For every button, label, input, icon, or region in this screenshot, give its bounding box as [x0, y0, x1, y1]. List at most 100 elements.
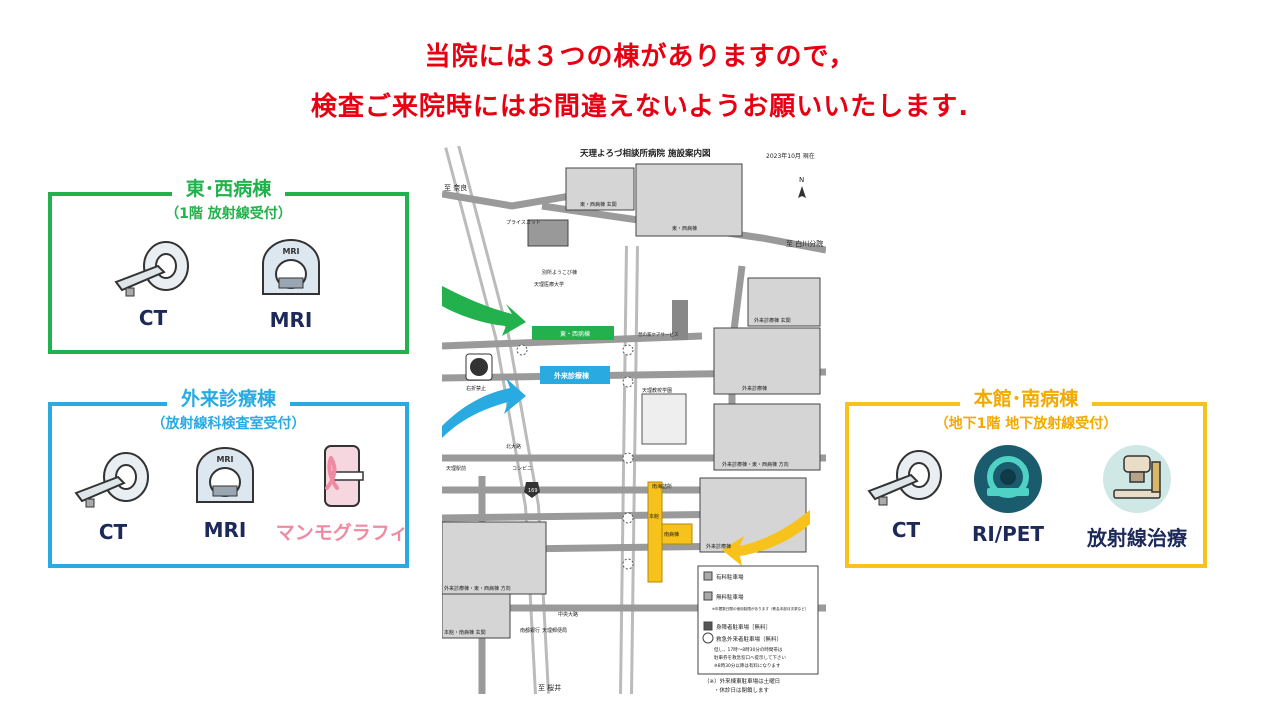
map-label-nanto: 南都銀行 [520, 627, 540, 634]
map-date: 2023年10月 現在 [766, 152, 815, 160]
photo-label-ew-entrance: 東・西病棟 玄関 [580, 201, 617, 208]
map-label-price-cut: プライスカット [506, 220, 541, 226]
map-label-nara: 至 奈良 [444, 183, 467, 192]
map-label-ew-ward: 東・西病棟 [560, 330, 590, 338]
green-arrow-icon [442, 286, 526, 336]
legend-paid-swatch [703, 571, 713, 581]
east-west-ward-building [532, 326, 614, 340]
ct-scanner-icon [74, 452, 149, 508]
mri-scanner-icon: MRI [196, 447, 254, 503]
equipment-ct: CT [851, 444, 961, 542]
map-label-shirakawa: 至 白川分院 [786, 239, 823, 248]
map-label-sakurai: 至 桜井 [538, 683, 561, 692]
heading-line-1: 当院には３つの棟がありますので， [424, 42, 856, 72]
outpatient-building [540, 366, 610, 384]
equipment-ct-label: CT [98, 520, 128, 544]
equipment-ct-label: CT [138, 306, 168, 330]
equipment-radiotherapy-label: 放射線治療 [1087, 526, 1187, 550]
photo-label-op-front: 外来診療棟 [706, 543, 731, 550]
main-south-ward-box: 本館･南病棟 （地下1階 地下放射線受付） CT RI/PET 放射線治療 [845, 384, 1207, 568]
legend-footnote-2: ・休診日は閉鎖します [714, 686, 770, 694]
map-label-route-169: 169 [528, 488, 538, 494]
equipment-mammography-label: マンモグラフィ [275, 522, 409, 544]
equipment-mri-label: MRI [203, 518, 247, 542]
main-south-ward-name: 本館･南病棟 [959, 384, 1093, 411]
equipment-ri-pet-label: RI/PET [971, 522, 1045, 546]
outpatient-building-name: 外来診療棟 [166, 384, 290, 411]
map-label-kitaoji: 北大路 [506, 443, 521, 450]
map-label-right-turn: 右折禁止 [466, 385, 486, 392]
legend-emergency-note-1: 但し，17時～8時30分の時間帯は [714, 646, 783, 653]
no-right-turn-icon [470, 358, 488, 376]
care-building [672, 300, 688, 340]
mri-scanner-icon: MRI [262, 239, 320, 295]
outpatient-building-reception: （放射線科検査室受付） [137, 413, 320, 433]
ct-scanner-icon [114, 241, 189, 297]
blue-arrow-icon [442, 378, 526, 438]
south-ward-building [661, 523, 693, 545]
svg-text:MRI: MRI [282, 247, 299, 256]
photo-label-op: 外来診療棟 [742, 385, 767, 392]
legend-disabled-label: 身障者駐車場［無料］ [716, 623, 771, 631]
map-label-post: 天理郵便局 [542, 627, 567, 634]
legend-emergency-label: 救急外来者駐車場（無料） [716, 635, 782, 643]
legend-paid-label: 有料駐車場 [716, 573, 744, 581]
map-label-betsuin: 別所ようこび棟 [542, 269, 577, 276]
intersections [516, 344, 634, 570]
equipment-ct: CT [58, 446, 168, 544]
photo-label-op-dir: 外来診療棟・東・西病棟 方向 [722, 461, 789, 468]
mammography-icon [324, 445, 364, 507]
legend-emergency-icon [702, 632, 714, 644]
east-west-ward-name: 東･西病棟 [171, 174, 286, 201]
legend-free-label: 無料駐車場 [716, 593, 744, 601]
legend-emergency-note-2: 駐車券を救急窓口へ提示して下さい [714, 654, 786, 661]
equipment-ct: CT [98, 238, 208, 330]
photos [442, 163, 821, 639]
heading-line-2: 検査ご来院時にはお間違えないようお願いいたします. [310, 92, 970, 122]
ct-scanner-icon [867, 450, 942, 506]
map-label-tenri-station: 天理駅前 [446, 465, 466, 472]
outpatient-building-box: 外来診療棟 （放射線科検査室受付） CT MRI MRI マンモグラフィ [48, 384, 412, 568]
photo-label-ew: 東・西病棟 [672, 225, 697, 232]
price-cut-building [527, 219, 569, 247]
legend-free-swatch [703, 591, 713, 601]
equipment-mri-label: MRI [269, 308, 313, 332]
east-west-ward-reception: （1階 放射線受付） [151, 203, 306, 223]
gakuen-building [641, 393, 687, 445]
radiotherapy-machine-icon [1103, 445, 1171, 513]
legend-disabled-swatch [703, 621, 713, 631]
legend-free-note: ※年間数日間の使用制限があります（教会本部月次祭など） [712, 606, 808, 611]
equipment-mammography: マンモグラフィ [272, 442, 412, 545]
map-label-south: 南病棟 [664, 531, 679, 538]
yellow-arrow-icon [722, 510, 810, 566]
route-169-shield-icon [524, 482, 540, 498]
photo-label-op-entrance: 外来診療棟 玄関 [754, 317, 791, 324]
map-north-label: N [799, 176, 804, 184]
main-south-ward-reception: （地下1階 地下放射線受付） [920, 413, 1132, 433]
photo-label-op-dir-2: 外来診療棟・東・西病棟 方向 [444, 585, 511, 592]
map-label-minami: 南海詰所 [652, 483, 672, 490]
map-label-tenri-med: 天理医療大学 [534, 281, 564, 288]
equipment-radiotherapy: 放射線治療 [1069, 444, 1205, 551]
photo-label-main-entrance: 本館・南病棟 玄関 [444, 629, 486, 636]
map-label-gakuen: 天理教校学園 [642, 387, 672, 394]
pet-scanner-icon [974, 445, 1042, 513]
equipment-mri: MRI MRI [170, 444, 280, 542]
svg-text:MRI: MRI [216, 455, 233, 464]
equipment-ri-pet: RI/PET [953, 444, 1063, 546]
east-west-ward-box: 東･西病棟 （1階 放射線受付） CT MRI MRI [48, 174, 409, 354]
map-label-care: 憩の家ケアサービス [638, 331, 679, 338]
equipment-ct-label: CT [891, 518, 921, 542]
main-building [647, 481, 663, 583]
legend-emergency-note-3: ※8時30分以降は有料になります [714, 662, 781, 669]
map-label-outpatient: 外来診療棟 [554, 371, 590, 380]
map-label-chuo: 中央大路 [558, 611, 578, 618]
legend-footnote-1: （※）外来棟東駐車場は土曜日 [704, 677, 780, 685]
map-label-conv: コンビニ [512, 465, 532, 472]
map-title: 天理よろづ相談所病院 施設案内図 [580, 148, 710, 159]
legend-box [697, 565, 819, 675]
facility-map: 天理よろづ相談所病院 施設案内図 2023年10月 現在 N 至 奈良 至 白川… [442, 146, 826, 694]
map-label-main: 本館 [649, 513, 659, 520]
equipment-mri: MRI MRI [236, 238, 346, 332]
north-compass-icon [798, 186, 806, 198]
